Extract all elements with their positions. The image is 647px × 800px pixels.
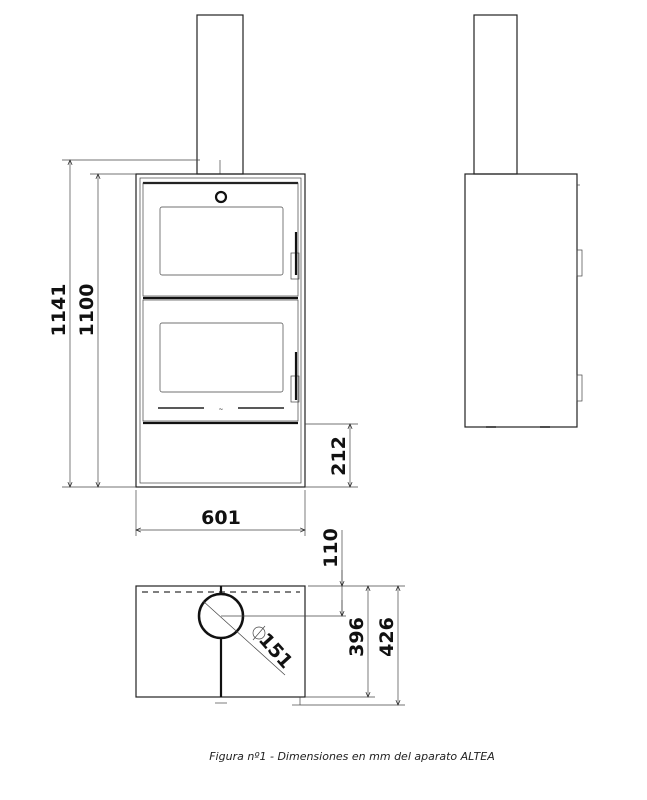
brand-logo: ~ bbox=[218, 406, 223, 413]
side-chimney bbox=[473, 14, 518, 175]
figure-caption: Figura nº1 - Dimensiones en mm del apara… bbox=[209, 750, 495, 763]
dim-width: 601 bbox=[201, 507, 241, 529]
dim-depth-total: 426 bbox=[376, 617, 398, 657]
lower-window bbox=[159, 322, 284, 393]
dim-body-height: 1100 bbox=[76, 284, 98, 337]
side-upper-handle bbox=[576, 249, 583, 277]
side-view bbox=[464, 14, 583, 428]
upper-door bbox=[142, 182, 299, 297]
dim-plinth-height: 212 bbox=[328, 436, 350, 476]
front-body bbox=[135, 173, 306, 488]
air-control-knob bbox=[214, 190, 228, 204]
top-view: 151 bbox=[135, 585, 306, 706]
dim-total-height: 1141 bbox=[48, 284, 70, 337]
side-lower-handle bbox=[576, 374, 583, 402]
lower-door bbox=[142, 299, 299, 422]
top-dimensions: 110 396 426 bbox=[221, 528, 405, 705]
front-view: ~ bbox=[135, 14, 306, 488]
dim-flue-diameter: 151 bbox=[254, 629, 297, 673]
side-body bbox=[464, 173, 578, 428]
front-dimensions: 1141 1100 212 601 bbox=[48, 160, 358, 536]
dim-depth-body: 396 bbox=[346, 617, 368, 657]
front-chimney bbox=[196, 14, 244, 175]
upper-window bbox=[159, 206, 284, 276]
dim-flue-offset: 110 bbox=[320, 528, 342, 568]
